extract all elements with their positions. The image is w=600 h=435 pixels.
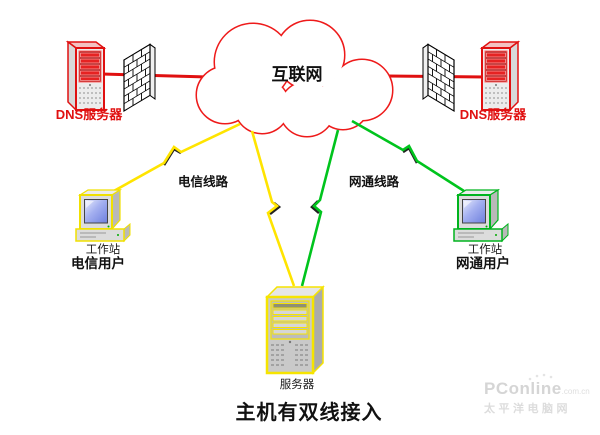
firewall-right-icon <box>422 43 455 112</box>
workstation-netcom-icon <box>453 189 509 242</box>
watermark-site: 太平洋电脑网 <box>484 403 571 415</box>
cloud-label: 互联网 <box>271 65 323 84</box>
watermark: PConline.com.cn 太平洋电脑网 <box>484 379 590 416</box>
netcom-user-label: 网通用户 <box>456 256 510 271</box>
internet-cloud <box>195 19 394 138</box>
diagram-title: 主机有双线接入 <box>235 402 383 424</box>
dns-server-left-icon <box>67 41 105 111</box>
watermark-suffix: .com.cn <box>561 387 590 396</box>
netcom-line-to-server <box>300 129 340 287</box>
watermark-dots <box>528 373 553 381</box>
dns-server-right-label: DNS服务器 <box>459 107 527 122</box>
dual-line-server-icon <box>265 285 325 375</box>
telecom-line-to-server <box>250 130 296 287</box>
server-label: 服务器 <box>279 377 315 391</box>
workstation-netcom-label: 工作站 <box>467 242 503 256</box>
firewall-left-icon <box>123 43 156 112</box>
watermark-brand: PConline <box>484 379 562 398</box>
telecom-user-label: 电信用户 <box>71 256 125 271</box>
dns-server-right-icon <box>481 41 519 111</box>
netcom-line-label: 网通线路 <box>348 175 400 189</box>
telecom-line-to-user <box>111 122 241 194</box>
workstation-telecom-label: 工作站 <box>85 242 121 256</box>
netcom-line-to-user <box>351 119 465 193</box>
dns-server-left-label: DNS服务器 <box>55 107 123 122</box>
telecom-line-label: 电信线路 <box>177 175 229 189</box>
workstation-telecom-icon <box>75 189 131 242</box>
